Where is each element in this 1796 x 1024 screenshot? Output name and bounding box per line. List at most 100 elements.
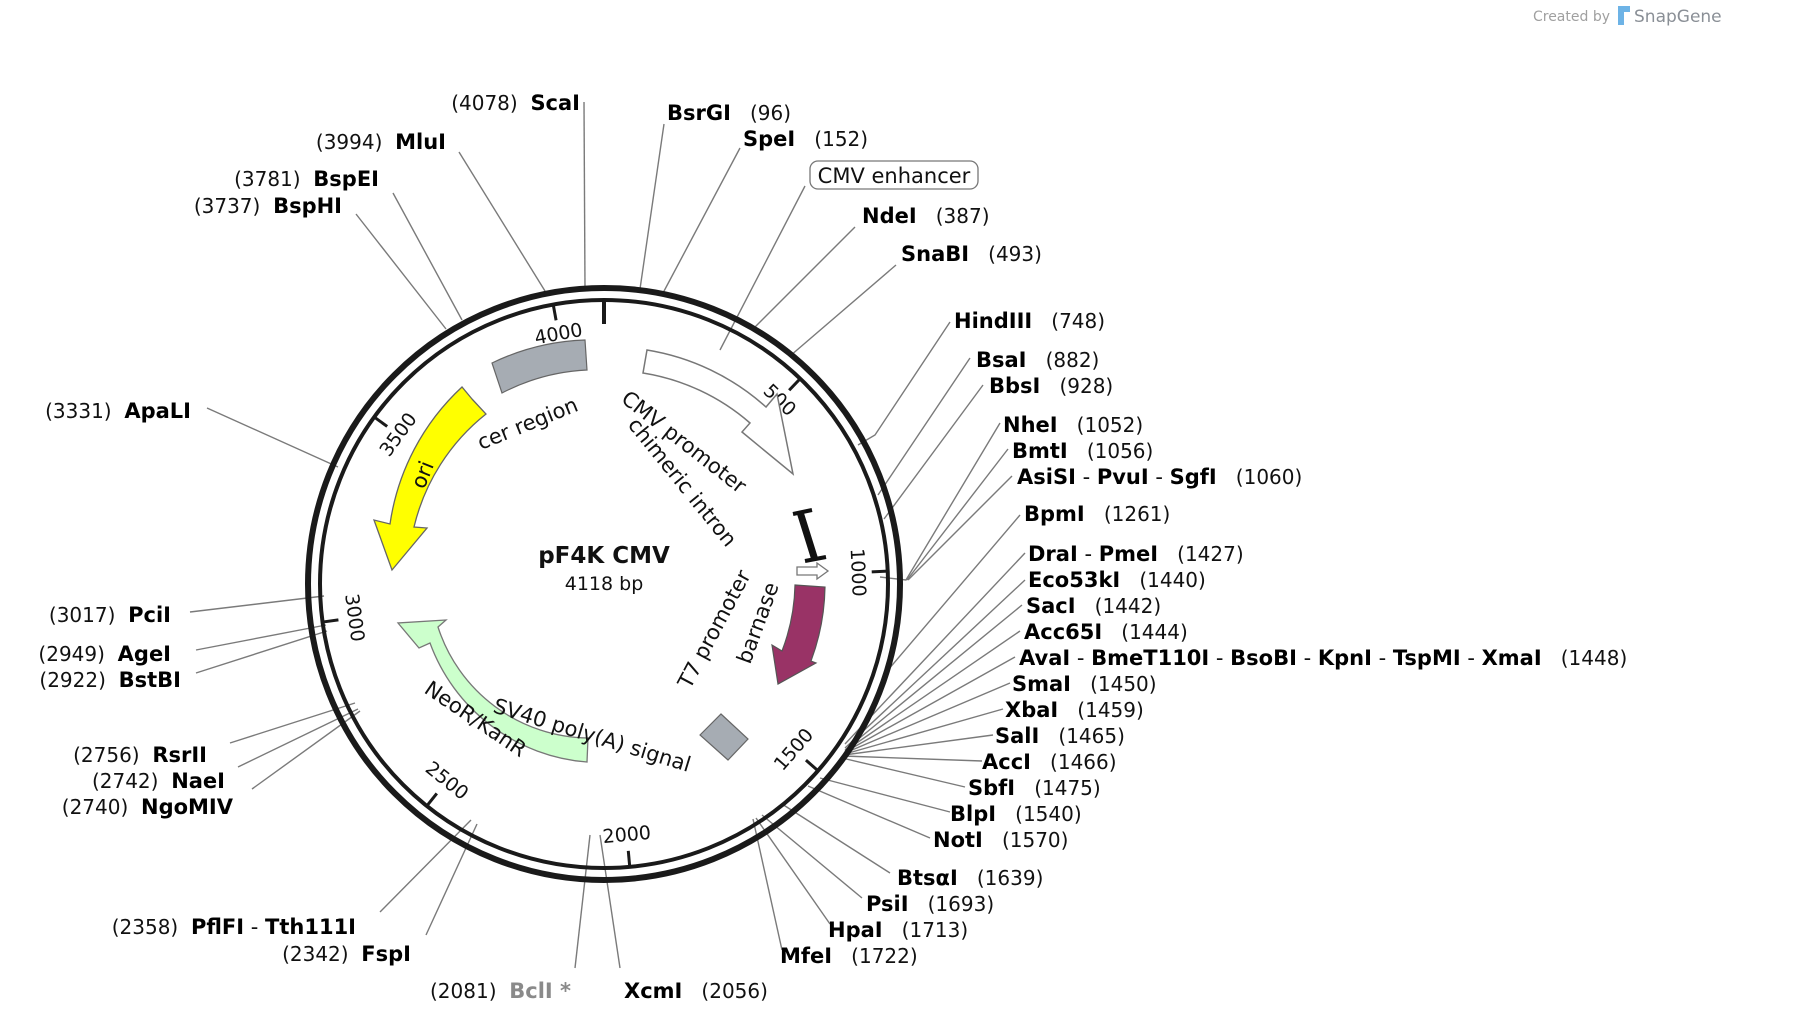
site-name: HindIII bbox=[954, 309, 1032, 333]
leader-BmtI bbox=[906, 448, 1009, 581]
site-position bbox=[682, 979, 701, 1003]
site-position bbox=[1027, 348, 1046, 372]
plasmid-size: 4118 bp bbox=[565, 573, 644, 595]
site-label: NdeI (387) bbox=[862, 204, 990, 228]
site-position: (1060) bbox=[1236, 465, 1303, 489]
site-position bbox=[518, 91, 531, 115]
site-name: ScaI bbox=[530, 91, 580, 115]
leader-CMVenh bbox=[719, 185, 806, 351]
tick-label: 3000 bbox=[340, 592, 368, 643]
site-label: HindIII (748) bbox=[954, 309, 1105, 333]
leader-Eco53kI bbox=[844, 579, 1026, 749]
site-position: (1427) bbox=[1177, 542, 1244, 566]
site-position: (882) bbox=[1046, 348, 1100, 372]
leader-NdeI bbox=[751, 226, 856, 331]
site-position bbox=[983, 828, 1002, 852]
site-position bbox=[1102, 620, 1121, 644]
site-label: PsiI (1693) bbox=[866, 892, 994, 916]
site-label: SalI (1465) bbox=[995, 724, 1125, 748]
leader-SmaI bbox=[844, 682, 1011, 754]
site-position bbox=[158, 769, 171, 793]
site-label: BlpI (1540) bbox=[950, 802, 1082, 826]
site-label: SnaBI (493) bbox=[901, 242, 1042, 266]
site-name: XbaI bbox=[1005, 698, 1058, 722]
leader-AccI bbox=[842, 755, 983, 762]
site-position: (493) bbox=[988, 242, 1042, 266]
site-name: NotI bbox=[933, 828, 983, 852]
site-position: (152) bbox=[814, 127, 868, 151]
site-label: NheI (1052) bbox=[1003, 413, 1143, 437]
site-name: BbsI bbox=[989, 374, 1040, 398]
site-label: BmtI (1056) bbox=[1012, 439, 1153, 463]
leader-NotI bbox=[807, 785, 931, 839]
site-label: (3331) ApaLI bbox=[45, 399, 191, 423]
site-position: (3994) bbox=[316, 130, 383, 154]
site-name: - bbox=[1078, 542, 1099, 566]
site-name: ApaLI bbox=[124, 399, 191, 423]
leader-BspHI bbox=[355, 213, 447, 330]
site-name: Eco53kI bbox=[1028, 568, 1120, 592]
feature-sv40-polya-box bbox=[699, 713, 749, 761]
site-label: Acc65I (1444) bbox=[1024, 620, 1188, 644]
leader-XcmI bbox=[599, 834, 621, 969]
credit-brand: SnapGene bbox=[1634, 7, 1722, 27]
feature-labels: CMV enhancer CMV promoter chimeric intro… bbox=[406, 160, 979, 777]
leader-FspI bbox=[425, 823, 478, 936]
site-label: XcmI (2056) bbox=[624, 979, 768, 1003]
site-position bbox=[349, 942, 362, 966]
site-position: (3017) bbox=[49, 603, 116, 627]
site-position bbox=[958, 866, 977, 890]
site-position: (4078) bbox=[451, 91, 518, 115]
site-name: SmaI bbox=[1012, 672, 1071, 696]
site-label: BtsαI (1639) bbox=[897, 866, 1043, 890]
site-position: (928) bbox=[1059, 374, 1113, 398]
site-label: Eco53kI (1440) bbox=[1028, 568, 1206, 592]
site-label: BsrGI (96) bbox=[667, 101, 791, 125]
site-position: (2342) bbox=[282, 942, 349, 966]
leader-SpeI bbox=[662, 147, 741, 294]
site-label: (3017) PciI bbox=[49, 603, 171, 627]
site-name: XcmI bbox=[624, 979, 682, 1003]
leader-AsiSI bbox=[907, 475, 1013, 581]
site-position: (1466) bbox=[1050, 750, 1117, 774]
site-position: (3331) bbox=[45, 399, 112, 423]
leader-SacI bbox=[844, 604, 1023, 751]
site-label: (4078) ScaI bbox=[451, 91, 580, 115]
site-label: XbaI (1459) bbox=[1005, 698, 1144, 722]
site-label: SmaI (1450) bbox=[1012, 672, 1157, 696]
site-name: - bbox=[1070, 646, 1091, 670]
site-position bbox=[795, 127, 814, 151]
leader-PflFI bbox=[379, 819, 472, 913]
site-position: (1693) bbox=[928, 892, 995, 916]
tick-label: 2000 bbox=[602, 822, 652, 848]
cmv-enhancer-box bbox=[809, 160, 979, 190]
site-label: (2756) RsrII bbox=[73, 743, 207, 767]
site-name: Acc65I bbox=[1024, 620, 1102, 644]
site-position bbox=[1542, 646, 1561, 670]
site-position bbox=[832, 944, 851, 968]
plasmid-backbone bbox=[305, 285, 903, 883]
site-position: (2358) bbox=[112, 915, 179, 939]
site-position: (1444) bbox=[1121, 620, 1188, 644]
site-position bbox=[1158, 542, 1177, 566]
site-name: NheI bbox=[1003, 413, 1058, 437]
site-name: PflFI bbox=[191, 915, 244, 939]
site-label: HpaI (1713) bbox=[828, 918, 968, 942]
site-label: (2922) BstBI bbox=[39, 668, 181, 692]
feature-t7-promoter-arrow bbox=[796, 561, 830, 581]
leader-SbfI bbox=[841, 757, 966, 788]
tick-1000: 1000 bbox=[846, 548, 888, 597]
site-position bbox=[1217, 465, 1236, 489]
site-name: - bbox=[1372, 646, 1393, 670]
site-position bbox=[106, 668, 119, 692]
site-label: SacI (1442) bbox=[1026, 594, 1161, 618]
site-name: HpaI bbox=[828, 918, 883, 942]
site-label: (2740) NgoMIV bbox=[62, 795, 234, 819]
site-position: (1465) bbox=[1058, 724, 1125, 748]
leader-BlpI bbox=[819, 777, 951, 813]
snapgene-logo-icon bbox=[1618, 6, 1630, 25]
site-position bbox=[1071, 672, 1090, 696]
site-label: SbfI (1475) bbox=[968, 776, 1101, 800]
plasmid-name: pF4K CMV bbox=[538, 543, 670, 569]
site-position bbox=[969, 242, 988, 266]
